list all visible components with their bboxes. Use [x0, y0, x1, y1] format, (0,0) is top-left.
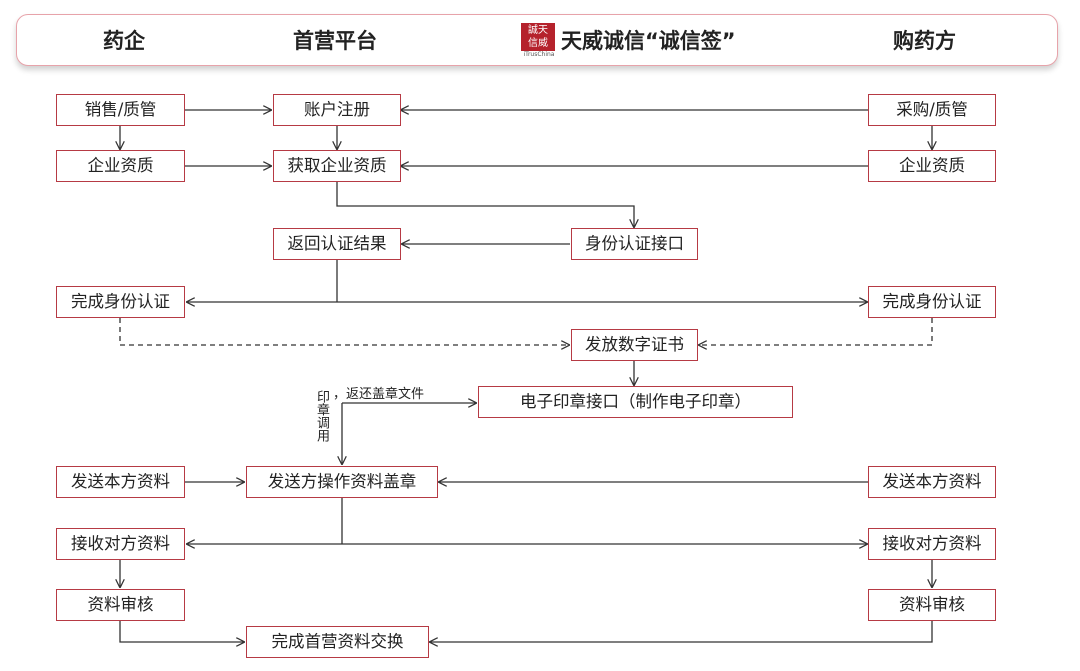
node-review-right: 资料审核: [868, 589, 996, 621]
node-complete-auth-left: 完成身份认证: [56, 286, 185, 318]
header-bar: 药企 首营平台 誠天 信威 iTrusChina 天威诚信“诚信签” 购药方: [16, 14, 1058, 66]
node-enterprise-qual-left: 企业资质: [56, 150, 185, 182]
label-return-seal-file: ，返还盖章文件: [333, 387, 425, 402]
node-account-register: 账户注册: [273, 94, 401, 126]
dashed-left-to-cert: [119, 318, 569, 345]
node-complete-exchange: 完成首营资料交换: [246, 626, 429, 658]
column-buyer: 购药方: [893, 29, 956, 53]
node-e-seal-api: 电子印章接口（制作电子印章）: [478, 386, 793, 418]
node-enterprise-qual-right: 企业资质: [868, 150, 996, 182]
logo-subtext: iTrusChina: [523, 51, 555, 58]
node-complete-auth-right: 完成身份认证: [868, 286, 996, 318]
dashed-right-to-cert: [699, 318, 933, 345]
node-receive-docs-left: 接收对方资料: [56, 528, 185, 560]
node-return-auth-result: 返回认证结果: [273, 228, 401, 260]
node-review-left: 资料审核: [56, 589, 185, 621]
node-send-own-docs-left: 发送本方资料: [56, 466, 185, 498]
node-send-own-docs-right: 发送本方资料: [868, 466, 996, 498]
arrow-getqual-to-identity: [336, 182, 634, 227]
arrow-review-right-to-complete: [430, 620, 933, 642]
node-sales-qa: 销售/质管: [56, 94, 185, 126]
node-sender-seal-docs: 发送方操作资料盖章: [246, 466, 438, 498]
node-get-enterprise-qual: 获取企业资质: [273, 150, 401, 182]
node-identity-auth-api: 身份认证接口: [571, 228, 698, 260]
column-pharma: 药企: [103, 29, 145, 53]
label-seal-call: 印章调用: [314, 390, 329, 442]
node-purchase-qa: 采购/质管: [868, 94, 996, 126]
logo-mark: 誠天 信威: [521, 23, 555, 51]
itrus-logo: 誠天 信威 iTrusChina: [521, 23, 555, 59]
node-receive-docs-right: 接收对方资料: [868, 528, 996, 560]
column-platform: 首营平台: [293, 29, 377, 53]
node-issue-digital-cert: 发放数字证书: [571, 329, 698, 361]
column-itrus: 天威诚信“诚信签”: [561, 29, 736, 53]
arrow-review-left-to-complete: [119, 620, 244, 642]
